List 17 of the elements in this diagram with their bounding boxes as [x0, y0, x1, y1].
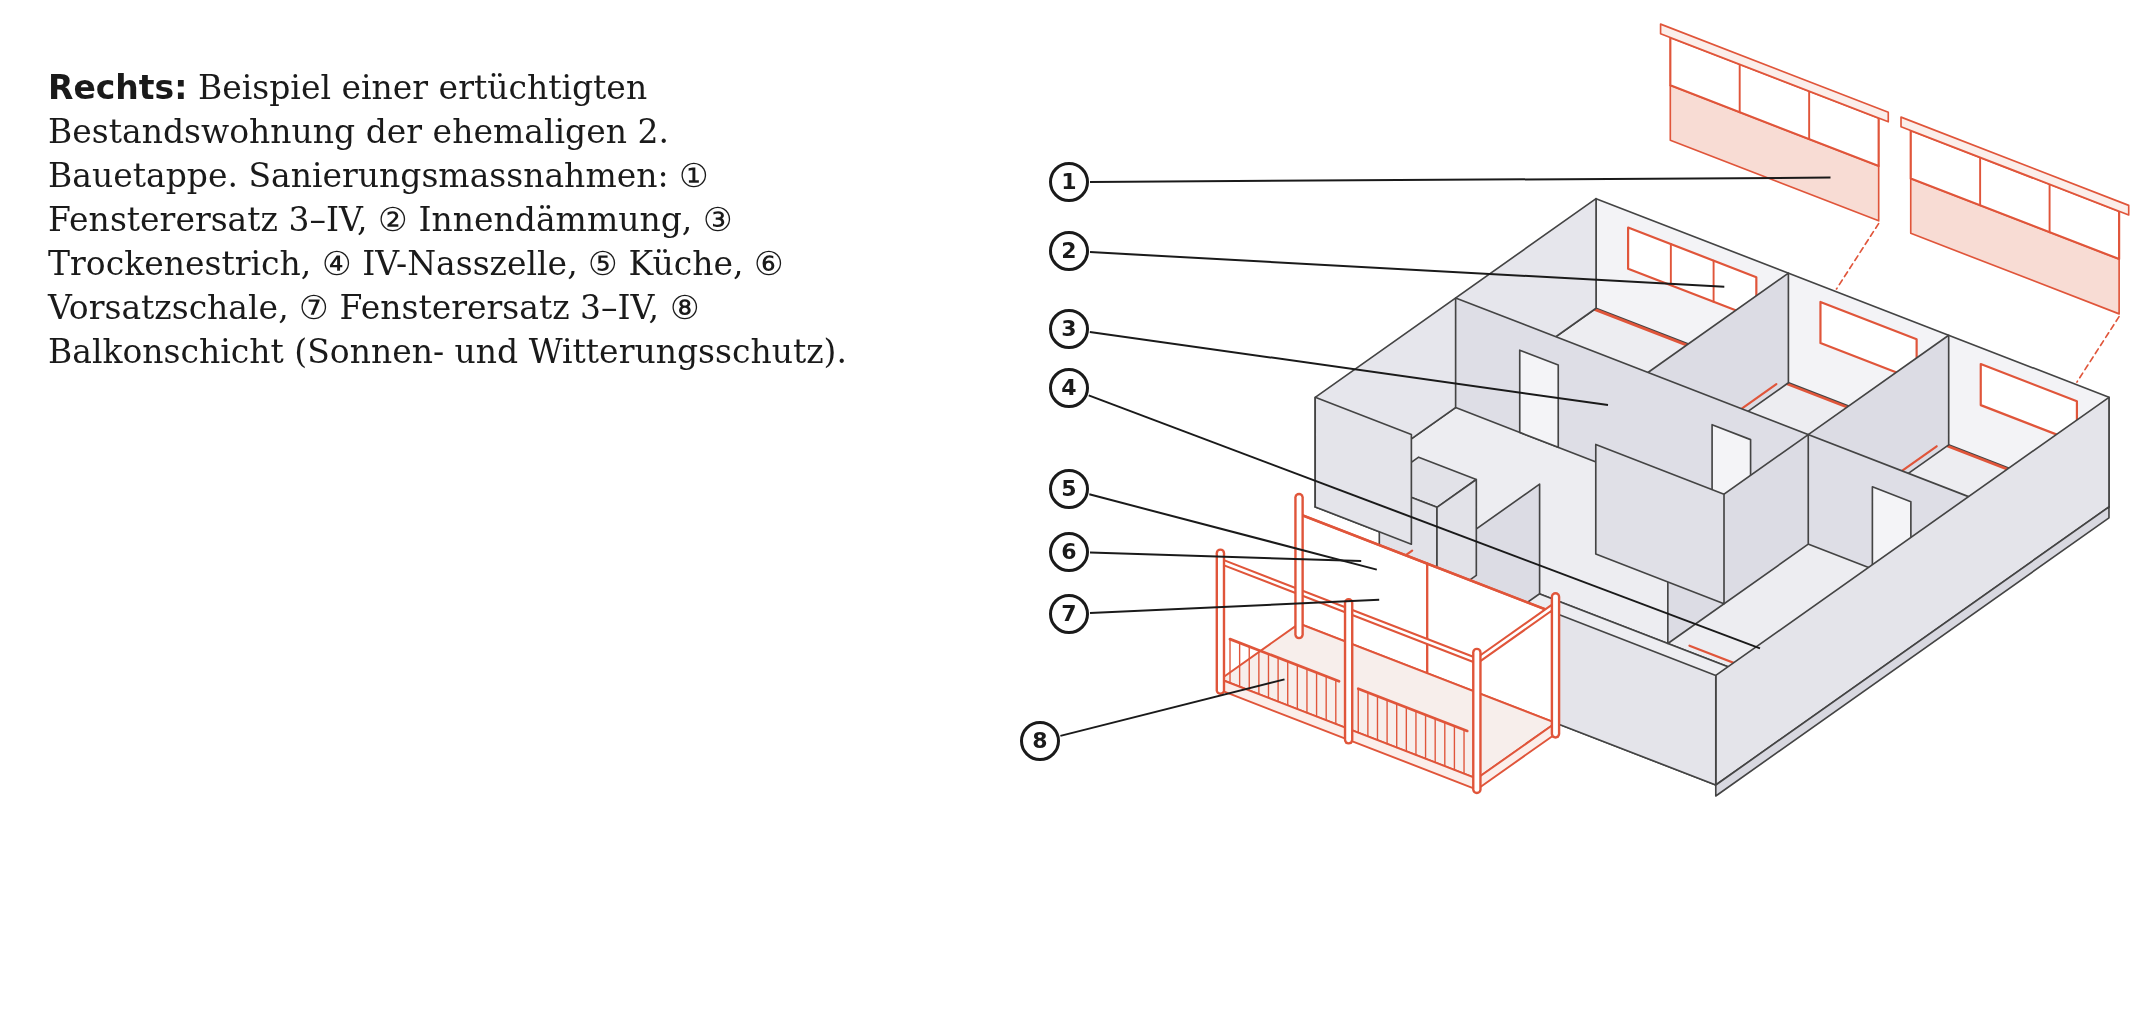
- callout-number: 5: [1049, 469, 1089, 509]
- leader-line: [1088, 330, 1609, 407]
- callout-number: 2: [1049, 231, 1089, 271]
- leader-line: [1089, 251, 1726, 288]
- callout-number: 8: [1020, 721, 1060, 761]
- leader-line: [1089, 598, 1381, 614]
- leader-line: [1089, 176, 1832, 183]
- leader-line: [1059, 678, 1286, 737]
- callout-number: 3: [1049, 309, 1089, 349]
- callout-number: 6: [1049, 532, 1089, 572]
- callout-number: 7: [1049, 594, 1089, 634]
- callout-number: 4: [1049, 368, 1089, 408]
- leader-line: [1089, 551, 1363, 562]
- leader-line: [1088, 493, 1378, 571]
- caption-text: Rechts: Beispiel einer ertüchtigten Bestandswohnung der ehemaligen 2. Bauetappe. Sanierungsmassnahmen: ① Fensterersatz 3–IV, ② Innendämmung, ③ Trockenestrich, ④ IV-Nasszelle, ⑤ Küche, ⑥ Vorsatzschale, ⑦ Fensterersatz 3–IV, ⑧ Balkonschicht (Sonnen- und Witterungsschutz).: [48, 67, 848, 373]
- leader-line: [1087, 394, 1761, 650]
- callout-number: 1: [1049, 162, 1089, 202]
